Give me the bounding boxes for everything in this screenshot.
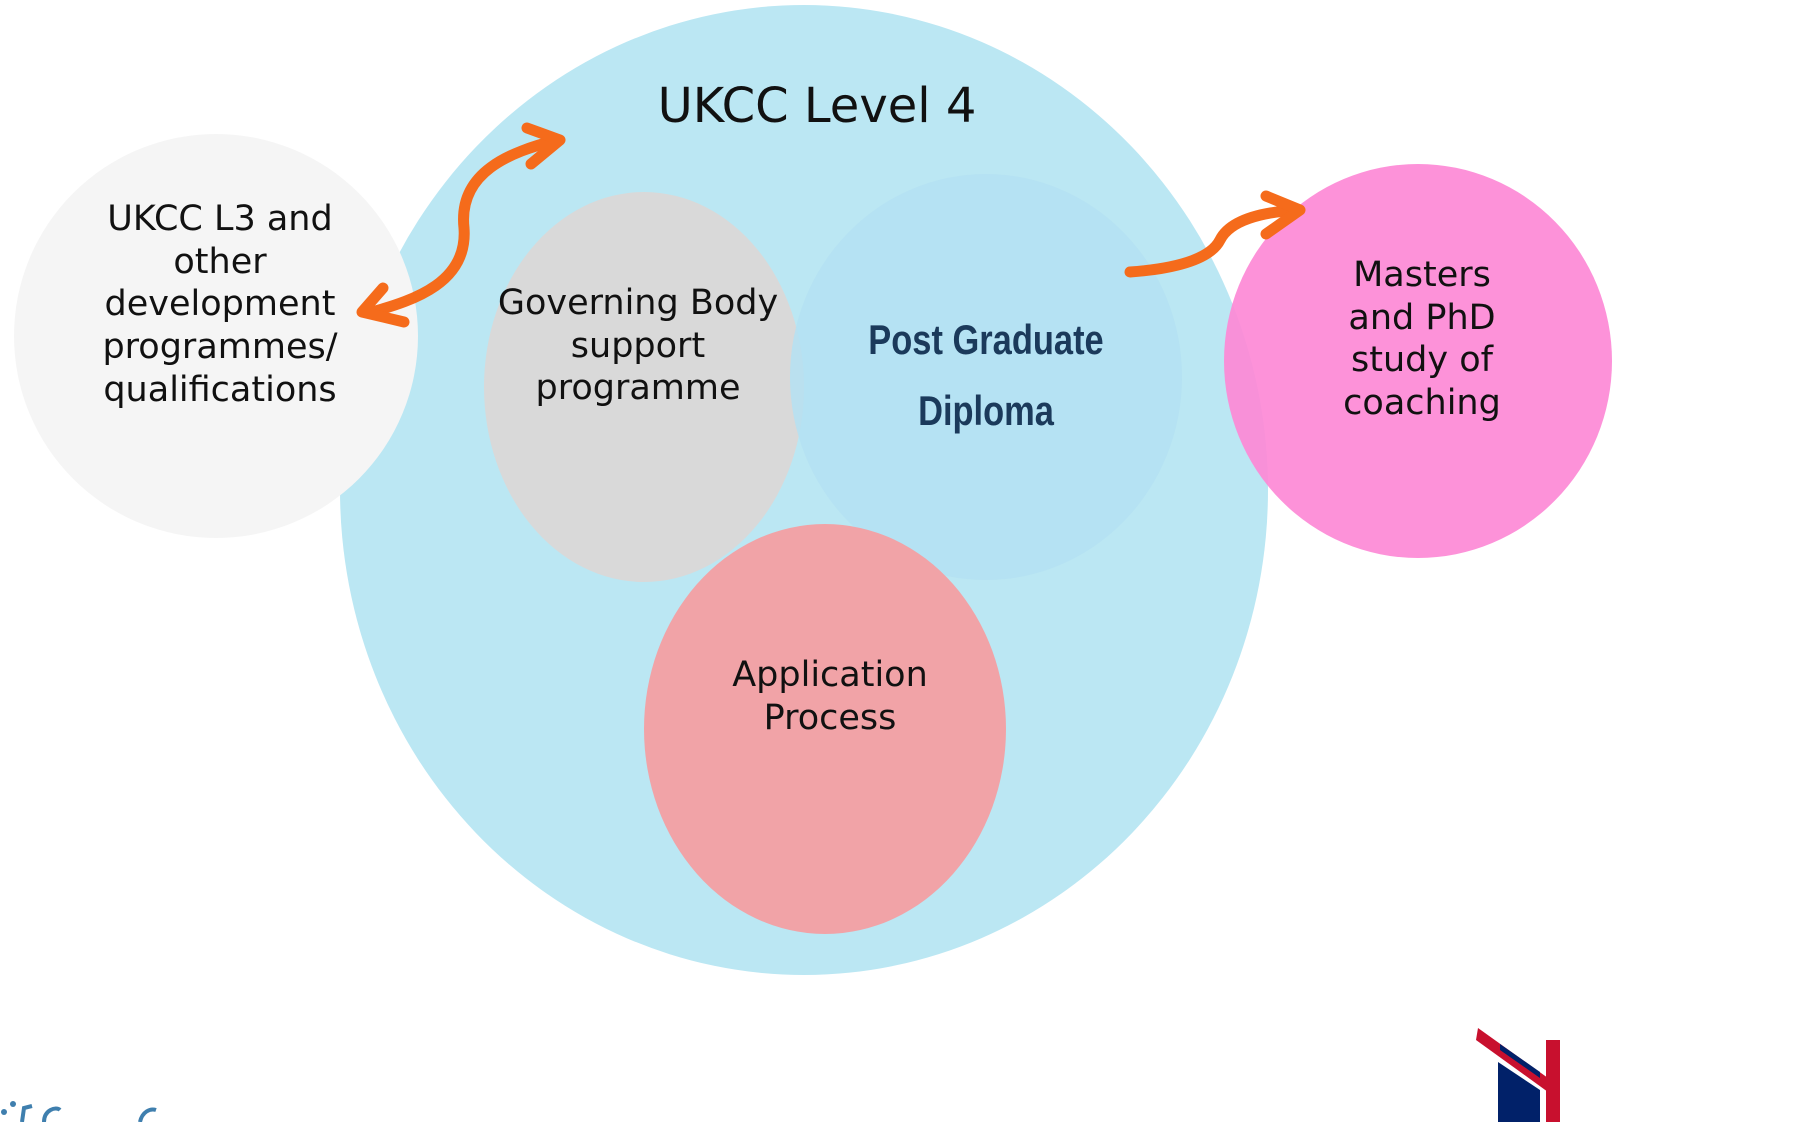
masters-phd-label-line: and PhD <box>1348 297 1496 338</box>
union-flag-icon <box>1476 1028 1560 1122</box>
application-process-ellipse <box>644 524 1006 934</box>
application-process-label-line: Application <box>732 655 928 695</box>
ukcc-l3-label-line: programmes/ <box>102 327 338 368</box>
arrowhead-left-icon <box>356 282 410 328</box>
ukcc-l3-circle <box>14 134 418 538</box>
partial-logo-icon <box>1 1101 157 1122</box>
governing-body-label-line: support <box>570 325 706 366</box>
ukcc-l3-label-line: development <box>104 284 336 325</box>
arrowhead-right-icon <box>1260 190 1306 240</box>
ukcc-l3-label: UKCC L3 and other development programmes… <box>60 198 380 411</box>
governing-body-label-line: programme <box>535 368 741 409</box>
forward-arrow <box>1124 204 1304 278</box>
masters-phd-label-line: study of <box>1351 340 1493 381</box>
arrowhead-top-icon <box>521 122 566 170</box>
bidirectional-arrow <box>366 134 563 318</box>
post-graduate-diploma-label: Post Graduate Diploma <box>863 304 1109 447</box>
masters-phd-label: Masters and PhD study of coaching <box>1302 254 1542 425</box>
governing-body-label-line: Governing Body <box>497 283 779 323</box>
ukcc-l3-label-line: UKCC L3 and <box>107 199 333 239</box>
governing-body-label: Governing Body support programme <box>488 282 788 410</box>
masters-phd-label-line: Masters <box>1353 255 1491 295</box>
ukcc-l3-label-line: qualifications <box>103 369 337 410</box>
application-process-label-line: Process <box>763 697 897 738</box>
post-graduate-diploma-label-line: Post Graduate <box>868 316 1104 363</box>
masters-phd-circle <box>1224 164 1612 558</box>
ukcc-level-4-title: UKCC Level 4 <box>657 78 977 134</box>
ukcc-l3-label-line: other <box>173 241 267 282</box>
masters-phd-label-line: coaching <box>1343 383 1501 424</box>
post-graduate-diploma-ellipse <box>790 174 1182 580</box>
governing-body-ellipse <box>484 192 804 582</box>
post-graduate-diploma-label-line: Diploma <box>918 387 1054 435</box>
application-process-label: Application Process <box>680 654 980 739</box>
